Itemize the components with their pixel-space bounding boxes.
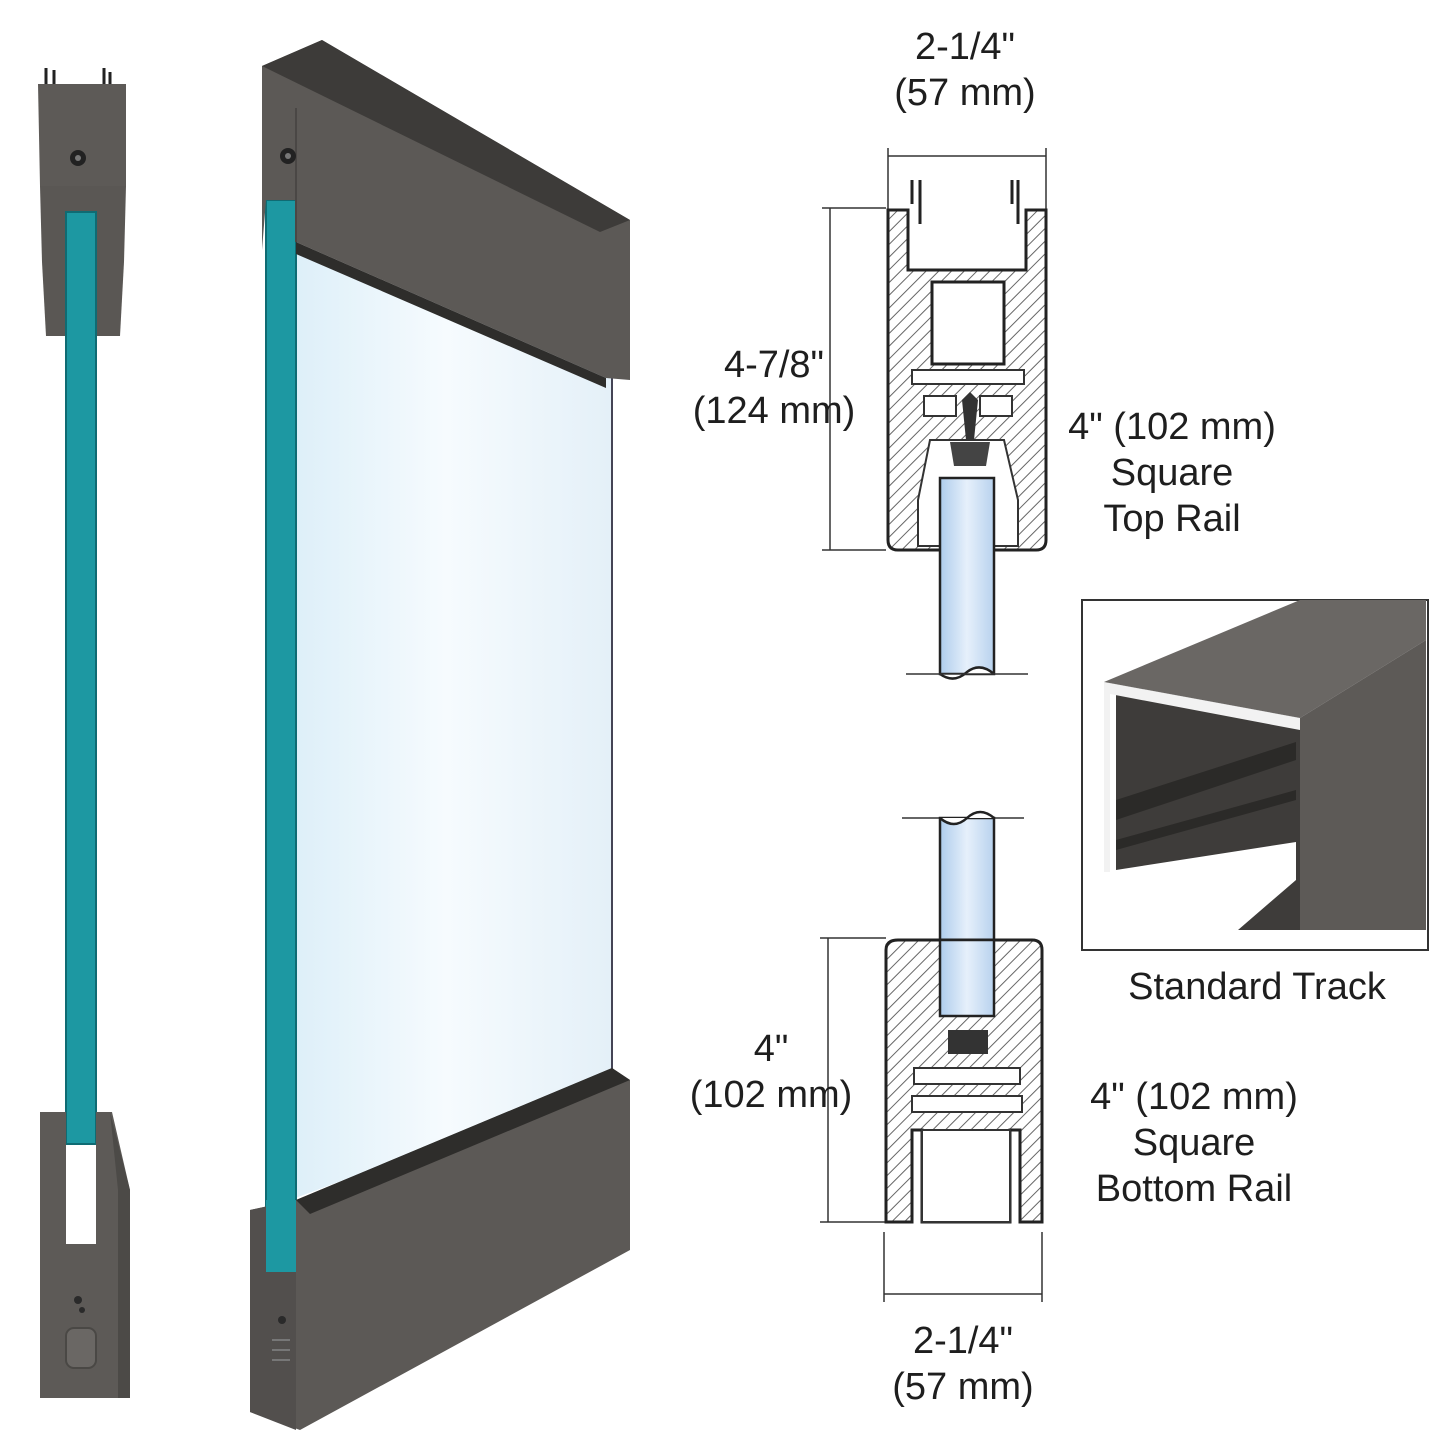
standard-track-inset	[1081, 599, 1429, 951]
bottom-rail-name-label: 4" (102 mm) Square Bottom Rail	[1072, 1074, 1316, 1212]
top-rail-name-label: 4" (102 mm) Square Top Rail	[1052, 404, 1292, 542]
top-clip	[44, 68, 56, 84]
bottom-width-label: 2-1/4" (57 mm)	[868, 1318, 1058, 1410]
top-height-metric: (124 mm)	[692, 390, 856, 432]
top-rail-section	[822, 148, 1048, 680]
side-profile-view	[38, 68, 130, 1398]
side-glass-edge	[66, 212, 96, 1144]
side-top-rail	[38, 84, 126, 186]
top-width-metric: (57 mm)	[894, 72, 1036, 114]
bottom-height-label: 4" (102 mm)	[676, 1026, 866, 1118]
bottom-width-imperial: 2-1/4"	[912, 1320, 1014, 1362]
top-height-label: 4-7/8" (124 mm)	[676, 342, 872, 434]
standard-track-caption: Standard Track	[1128, 966, 1386, 1008]
glass-edge	[266, 200, 296, 1270]
bottom-rail-shape: Square	[1132, 1122, 1256, 1164]
side-bottom-rail	[40, 1112, 130, 1398]
bottom-rail-section	[820, 810, 1044, 1302]
top-height-imperial: 4-7/8"	[723, 344, 825, 386]
top-width-imperial: 2-1/4"	[914, 26, 1016, 68]
door-perspective-view	[250, 40, 630, 1430]
bottom-rail-size: 4" (102 mm)	[1090, 1076, 1298, 1118]
top-glass-section	[938, 476, 996, 676]
top-rail-title: Top Rail	[1103, 498, 1241, 540]
bottom-width-metric: (57 mm)	[892, 1366, 1034, 1408]
top-width-label: 2-1/4" (57 mm)	[870, 24, 1060, 116]
glass-panel	[280, 240, 612, 1200]
bottom-rail-title: Bottom Rail	[1095, 1168, 1293, 1210]
top-rail-size: 4" (102 mm)	[1068, 406, 1276, 448]
bottom-height-imperial: 4"	[753, 1028, 789, 1070]
top-rail-3d	[262, 40, 630, 380]
top-rail-shape: Square	[1110, 452, 1234, 494]
bottom-rail-3d	[250, 1068, 630, 1430]
bottom-height-metric: (102 mm)	[689, 1074, 853, 1116]
